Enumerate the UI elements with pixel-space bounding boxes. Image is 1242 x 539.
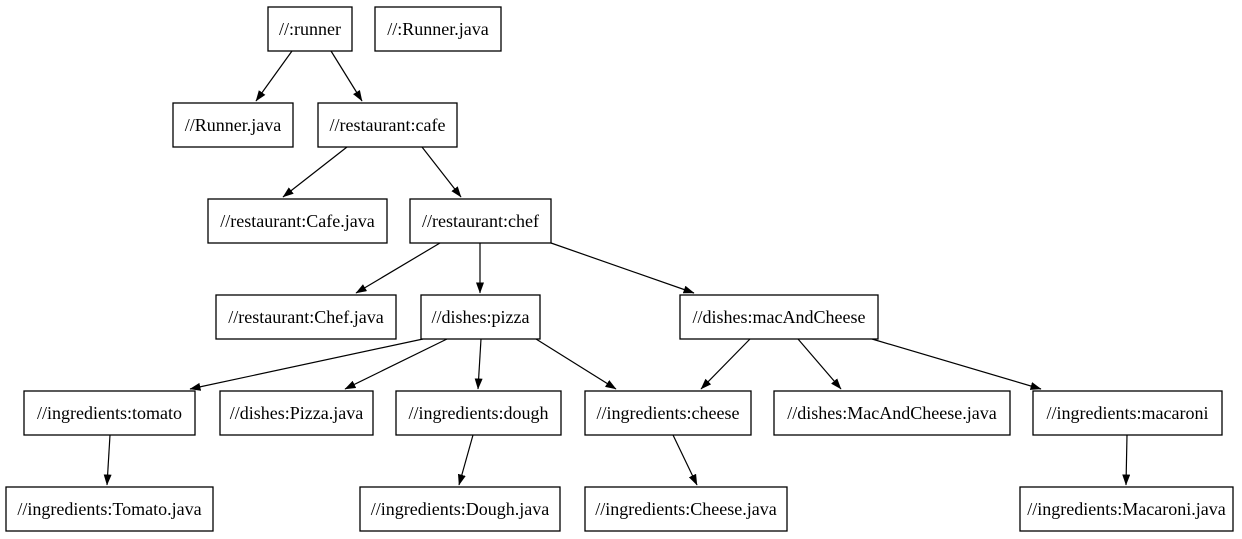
graph-node-runner-java: //Runner.java bbox=[172, 102, 294, 148]
graph-node-restaurant-chef-java: //restaurant:Chef.java bbox=[215, 294, 397, 340]
node-box-ingredients-cheese bbox=[584, 390, 752, 436]
node-label-dishes-mac-and-cheese: //dishes:macAndCheese bbox=[693, 307, 866, 327]
node-label-dishes-pizza: //dishes:pizza bbox=[432, 307, 530, 327]
node-box-root-runner bbox=[267, 6, 353, 52]
node-label-ingredients-cheese: //ingredients:cheese bbox=[597, 403, 740, 423]
node-label-ingredients-dough: //ingredients:dough bbox=[409, 403, 549, 423]
graph-node-ingredients-tomato-java: //ingredients:Tomato.java bbox=[5, 486, 214, 532]
node-label-ingredients-dough-java: //ingredients:Dough.java bbox=[371, 499, 549, 519]
graph-node-ingredients-cheese-java: //ingredients:Cheese.java bbox=[584, 486, 788, 532]
node-label-runner-java: //Runner.java bbox=[185, 115, 281, 135]
graph-node-root-runner-java: //:Runner.java bbox=[374, 6, 502, 52]
node-label-dishes-pizza-java: //dishes:Pizza.java bbox=[230, 403, 363, 423]
edge-dishes-mac-and-cheese-to-ingredients-cheese bbox=[700, 338, 751, 390]
edge-ingredients-macaroni-to-ingredients-macaroni-java bbox=[1122, 434, 1131, 486]
node-label-dishes-mac-and-cheese-java: //dishes:MacAndCheese.java bbox=[787, 403, 996, 423]
graph-node-restaurant-chef: //restaurant:chef bbox=[409, 198, 552, 244]
node-label-root-runner-java: //:Runner.java bbox=[387, 19, 488, 39]
node-box-dishes-mac-and-cheese-java bbox=[773, 390, 1011, 436]
node-label-restaurant-chef: //restaurant:chef bbox=[422, 211, 539, 231]
node-box-ingredients-macaroni bbox=[1032, 390, 1223, 436]
graph-node-dishes-mac-and-cheese-java: //dishes:MacAndCheese.java bbox=[773, 390, 1011, 436]
node-box-dishes-pizza-java bbox=[219, 390, 374, 436]
node-box-ingredients-tomato-java bbox=[5, 486, 214, 532]
node-box-ingredients-macaroni-java bbox=[1019, 486, 1234, 532]
node-box-ingredients-tomato bbox=[23, 390, 196, 436]
node-box-restaurant-cafe-java bbox=[207, 198, 388, 244]
edge-restaurant-chef-to-restaurant-chef-java bbox=[355, 242, 441, 294]
edge-dishes-pizza-to-dishes-pizza-java bbox=[344, 338, 448, 390]
node-label-ingredients-tomato-java: //ingredients:Tomato.java bbox=[17, 499, 201, 519]
graph-node-ingredients-dough-java: //ingredients:Dough.java bbox=[359, 486, 561, 532]
edge-root-runner-to-restaurant-cafe bbox=[330, 50, 363, 102]
node-label-root-runner: //:runner bbox=[279, 19, 341, 39]
edges-layer bbox=[103, 50, 1131, 486]
graph-node-restaurant-cafe-java: //restaurant:Cafe.java bbox=[207, 198, 388, 244]
node-box-ingredients-dough-java bbox=[359, 486, 561, 532]
graph-node-dishes-pizza: //dishes:pizza bbox=[420, 294, 541, 340]
node-label-ingredients-cheese-java: //ingredients:Cheese.java bbox=[595, 499, 776, 519]
nodes-layer: //:runner //:Runner.java //Runner.java //re… bbox=[5, 6, 1234, 532]
node-label-restaurant-cafe: //restaurant:cafe bbox=[330, 115, 446, 135]
node-label-restaurant-chef-java: //restaurant:Chef.java bbox=[228, 307, 383, 327]
node-box-restaurant-chef bbox=[409, 198, 552, 244]
edge-dishes-mac-and-cheese-to-dishes-mac-and-cheese-java bbox=[797, 338, 842, 390]
node-box-ingredients-dough bbox=[395, 390, 562, 436]
graph-node-restaurant-cafe: //restaurant:cafe bbox=[317, 102, 458, 148]
graph-node-ingredients-macaroni-java: //ingredients:Macaroni.java bbox=[1019, 486, 1234, 532]
graph-node-ingredients-dough: //ingredients:dough bbox=[395, 390, 562, 436]
edge-restaurant-cafe-to-restaurant-chef bbox=[421, 146, 462, 198]
graph-node-ingredients-tomato: //ingredients:tomato bbox=[23, 390, 196, 436]
edge-dishes-pizza-to-ingredients-dough bbox=[474, 338, 483, 390]
node-box-root-runner-java bbox=[374, 6, 502, 52]
edge-dishes-pizza-to-ingredients-cheese bbox=[535, 338, 617, 390]
edge-restaurant-cafe-to-restaurant-cafe-java bbox=[282, 146, 348, 198]
node-box-restaurant-cafe bbox=[317, 102, 458, 148]
edge-restaurant-chef-to-dishes-mac-and-cheese bbox=[550, 242, 695, 294]
graph-node-dishes-pizza-java: //dishes:Pizza.java bbox=[219, 390, 374, 436]
node-box-runner-java bbox=[172, 102, 294, 148]
graph-node-root-runner: //:runner bbox=[267, 6, 353, 52]
node-label-ingredients-macaroni-java: //ingredients:Macaroni.java bbox=[1027, 499, 1225, 519]
node-label-ingredients-macaroni: //ingredients:macaroni bbox=[1047, 403, 1209, 423]
graph-node-dishes-mac-and-cheese: //dishes:macAndCheese bbox=[679, 294, 879, 340]
edge-ingredients-tomato-to-ingredients-tomato-java bbox=[103, 434, 112, 486]
node-box-restaurant-chef-java bbox=[215, 294, 397, 340]
edge-root-runner-to-runner-java bbox=[255, 50, 293, 102]
edge-dishes-pizza-to-ingredients-tomato bbox=[189, 338, 424, 391]
node-box-dishes-pizza bbox=[420, 294, 541, 340]
node-box-ingredients-cheese-java bbox=[584, 486, 788, 532]
node-label-ingredients-tomato: //ingredients:tomato bbox=[37, 403, 182, 423]
edge-ingredients-dough-to-ingredients-dough-java bbox=[457, 434, 474, 486]
node-box-dishes-mac-and-cheese bbox=[679, 294, 879, 340]
graph-node-ingredients-macaroni: //ingredients:macaroni bbox=[1032, 390, 1223, 436]
edge-ingredients-cheese-to-ingredients-cheese-java bbox=[672, 434, 698, 486]
graph-node-ingredients-cheese: //ingredients:cheese bbox=[584, 390, 752, 436]
edge-dishes-mac-and-cheese-to-ingredients-macaroni bbox=[871, 338, 1042, 390]
node-label-restaurant-cafe-java: //restaurant:Cafe.java bbox=[220, 211, 374, 231]
